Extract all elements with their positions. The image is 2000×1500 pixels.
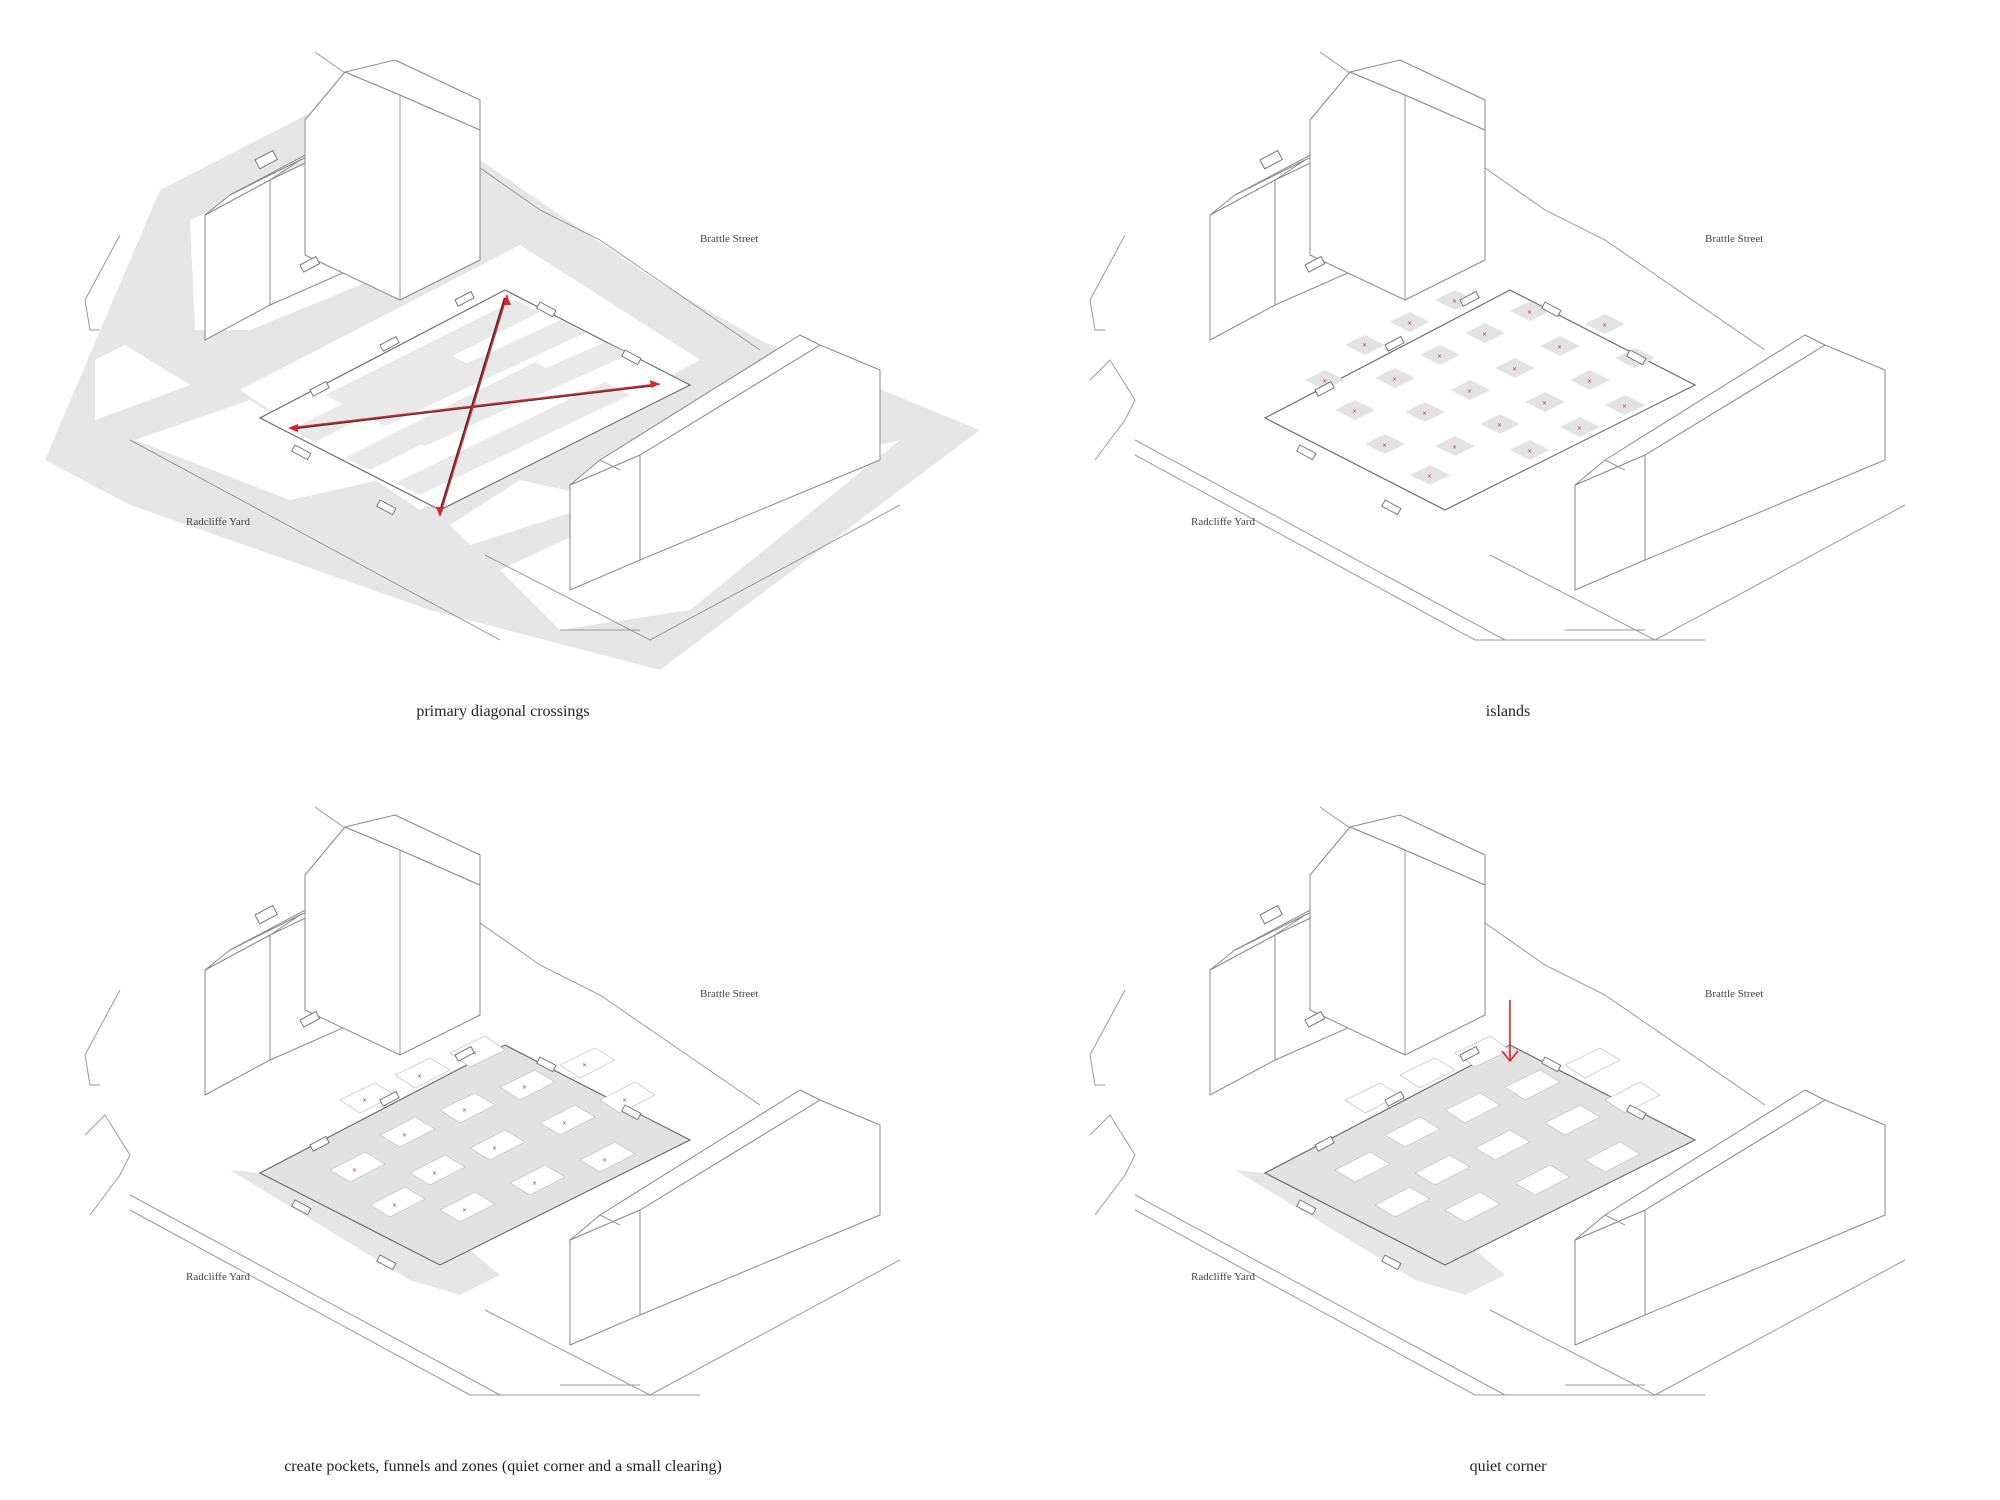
svg-text:×: × (1452, 444, 1457, 451)
svg-text:×: × (1352, 408, 1357, 415)
panel-quiet-corner: Brattle Street Radcliffe Yard quiet corn… (1089, 806, 1906, 1475)
street-label-brattle: Brattle Street (700, 233, 758, 245)
svg-text:×: × (417, 1073, 422, 1080)
svg-text:×: × (1437, 353, 1442, 360)
svg-text:×: × (1557, 344, 1562, 351)
svg-text:×: × (1587, 378, 1592, 385)
svg-text:×: × (1527, 448, 1532, 455)
svg-text:×: × (522, 1084, 527, 1091)
svg-text:×: × (1427, 473, 1432, 480)
street-label-radcliffe: Radcliffe Yard (186, 516, 250, 528)
panel-caption: islands (1486, 703, 1530, 720)
svg-text:×: × (362, 1097, 367, 1104)
svg-text:×: × (1602, 322, 1607, 329)
pockets (329, 1035, 656, 1223)
panel-caption: quiet corner (1470, 1458, 1548, 1475)
svg-text:×: × (462, 1207, 467, 1214)
svg-text:×: × (1392, 376, 1397, 383)
svg-text:×: × (402, 1132, 407, 1139)
street-label-brattle: Brattle Street (1705, 988, 1763, 1000)
svg-text:×: × (1407, 320, 1412, 327)
svg-text:×: × (1512, 366, 1517, 373)
svg-text:×: × (1362, 342, 1367, 349)
street-label-radcliffe: Radcliffe Yard (1191, 516, 1255, 528)
grid-bands (290, 300, 630, 495)
panel-caption: primary diagonal crossings (416, 703, 589, 720)
svg-text:×: × (532, 1180, 537, 1187)
street-label-radcliffe: Radcliffe Yard (1191, 1271, 1255, 1283)
diagonal-crossings (288, 294, 661, 517)
street-label-radcliffe: Radcliffe Yard (186, 1271, 250, 1283)
svg-text:×: × (432, 1170, 437, 1177)
panel-pockets: × × × × × × × × × × × × × × × × Brattle Street Rad… (84, 806, 901, 1475)
svg-text:×: × (1467, 388, 1472, 395)
svg-text:×: × (392, 1202, 397, 1209)
svg-text:×: × (622, 1097, 627, 1104)
svg-text:×: × (1452, 298, 1457, 305)
svg-text:×: × (1482, 331, 1487, 338)
svg-text:×: × (1322, 378, 1327, 385)
svg-text:×: × (1527, 309, 1532, 316)
svg-text:×: × (1422, 410, 1427, 417)
panel-primary-diagonal: Brattle Street Radcliffe Yard primary di… (45, 51, 980, 720)
svg-text:×: × (1622, 403, 1627, 410)
svg-text:×: × (1382, 442, 1387, 449)
panel-caption: create pockets, funnels and zones (quiet… (284, 1458, 722, 1475)
svg-text:×: × (602, 1157, 607, 1164)
svg-text:×: × (462, 1107, 467, 1114)
quiet-corner-arrow-icon (1501, 1000, 1519, 1063)
svg-text:×: × (352, 1167, 357, 1174)
svg-text:×: × (1577, 425, 1582, 432)
svg-text:×: × (562, 1120, 567, 1127)
svg-text:×: × (472, 1050, 477, 1057)
svg-text:×: × (492, 1145, 497, 1152)
svg-text:×: × (582, 1062, 587, 1069)
street-label-brattle: Brattle Street (700, 988, 758, 1000)
street-label-brattle: Brattle Street (1705, 233, 1763, 245)
pockets (1334, 1035, 1661, 1223)
panel-islands: ××× ××× ××× ××× ××× ××× ××× ××× Brattle … (1089, 51, 1906, 720)
svg-text:×: × (1497, 422, 1502, 429)
svg-text:×: × (1542, 400, 1547, 407)
